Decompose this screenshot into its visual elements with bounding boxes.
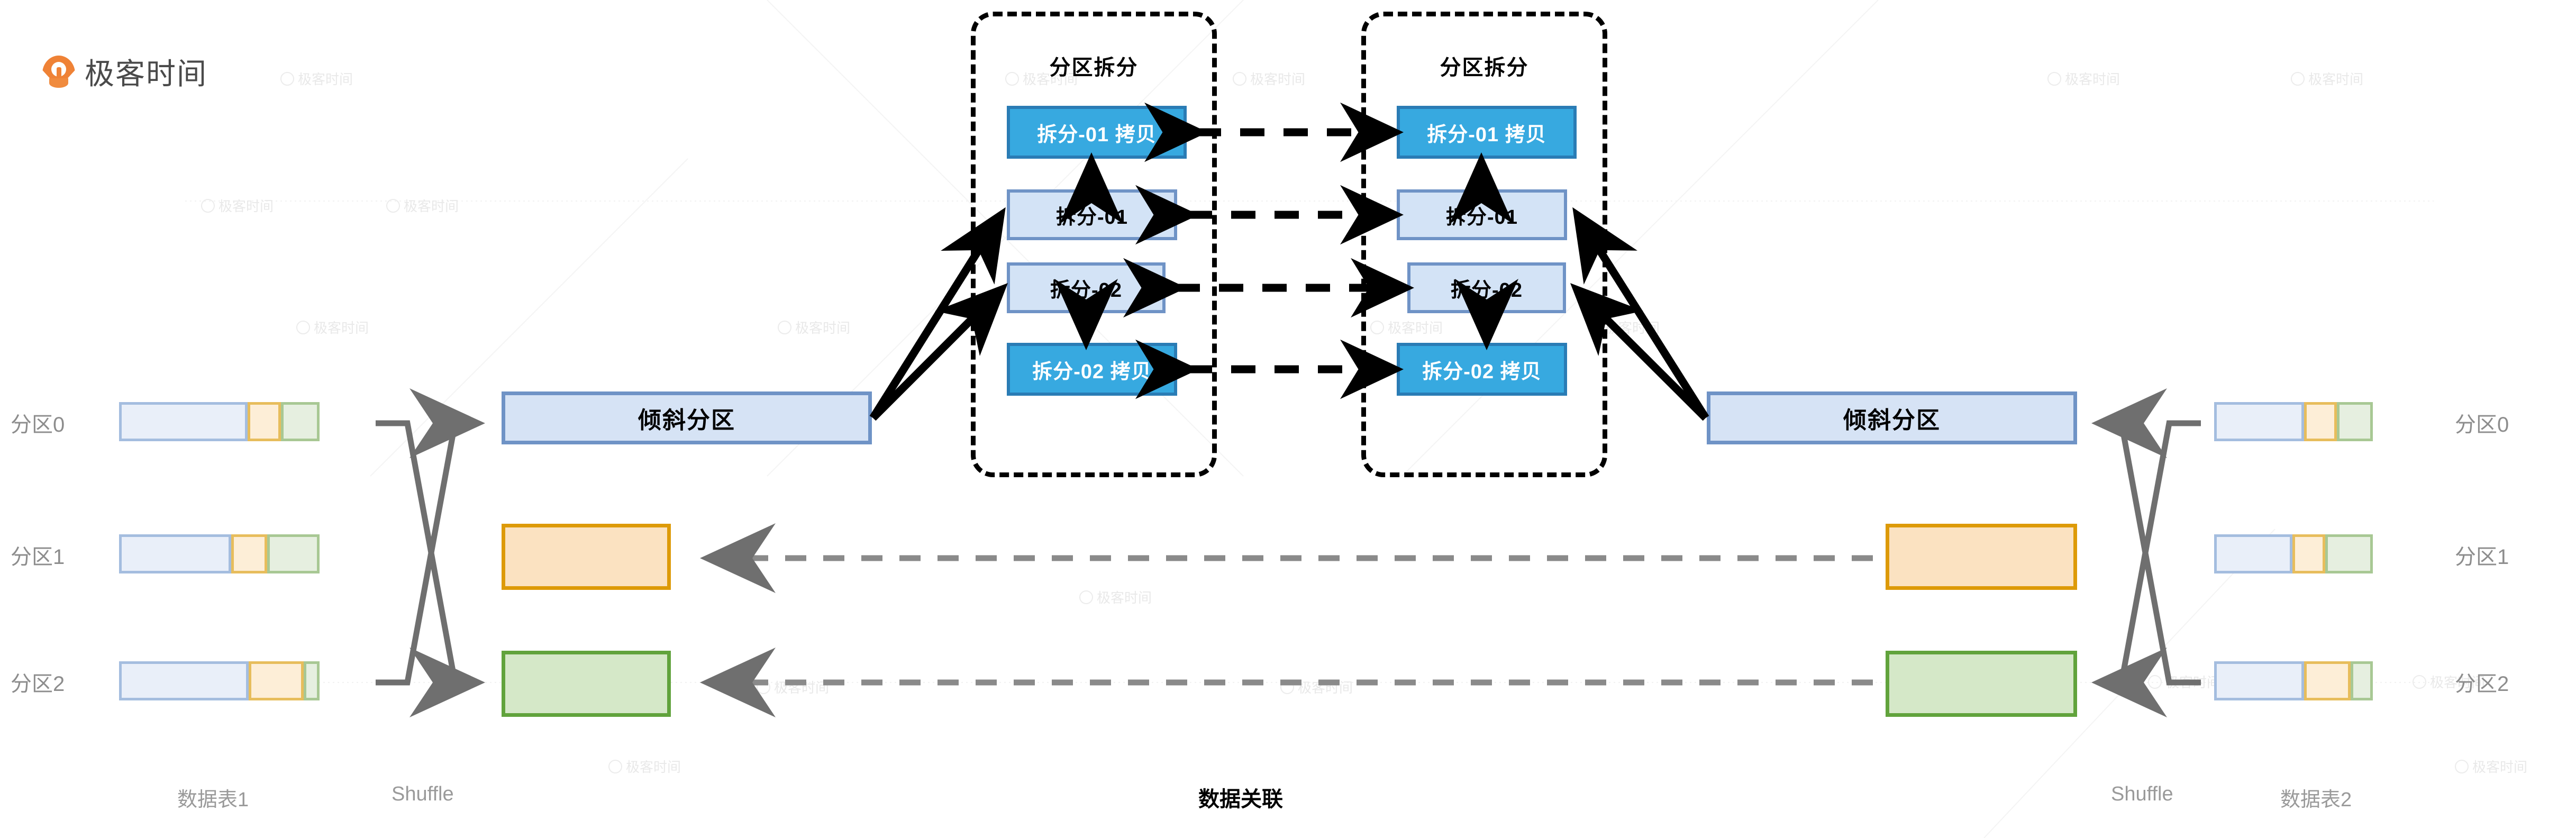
segment-blue: [119, 534, 231, 573]
left-orange-partition-box[interactable]: [502, 524, 671, 590]
right-partition-label-2: 分区2: [2455, 672, 2509, 696]
left-partition-bar-0: [119, 402, 320, 441]
segment-orange: [248, 402, 281, 441]
segment-green: [2337, 402, 2373, 441]
segment-orange: [2292, 534, 2325, 573]
left-green-partition-box[interactable]: [502, 651, 671, 717]
left-skew-to-split-arrows: [869, 207, 1008, 421]
segment-green: [2325, 534, 2373, 573]
right-partition-label-1: 分区1: [2455, 545, 2509, 569]
right-table-caption: 数据表2: [2280, 789, 2352, 811]
brand-logo: 极客时间: [42, 50, 207, 93]
left-partition-label-2: 分区2: [11, 672, 65, 696]
join-caption: 数据关联: [1198, 788, 1283, 811]
left-partition-bar-2: [119, 661, 320, 700]
segment-blue: [119, 661, 249, 700]
left-shuffle-caption: Shuffle: [392, 783, 454, 805]
right-skew-to-split-arrows: [1570, 207, 1709, 421]
segment-blue: [2214, 402, 2304, 441]
cross-group-dashed-arrows: [1123, 102, 1415, 399]
segment-orange: [2304, 661, 2351, 700]
segment-orange: [249, 661, 304, 700]
left-table-caption: 数据表1: [177, 789, 249, 811]
segment-blue: [119, 402, 248, 441]
segment-green: [281, 402, 320, 441]
left-partition-label-0: 分区0: [11, 413, 65, 436]
segment-green: [2351, 661, 2373, 700]
segment-orange: [2304, 402, 2337, 441]
brand-name: 极客时间: [85, 57, 207, 90]
segment-green: [267, 534, 320, 573]
left-copy-arrows: [1054, 152, 1123, 350]
right-partition-bar-0: [2214, 402, 2373, 441]
right-copy-arrows: [1450, 152, 1518, 350]
segment-orange: [231, 534, 267, 573]
segment-green: [304, 661, 320, 700]
left-partition-bar-1: [119, 534, 320, 573]
left-partition-label-1: 分区1: [11, 545, 65, 569]
right-partition-label-0: 分区0: [2455, 413, 2509, 436]
geektime-pin-icon: [42, 55, 75, 90]
